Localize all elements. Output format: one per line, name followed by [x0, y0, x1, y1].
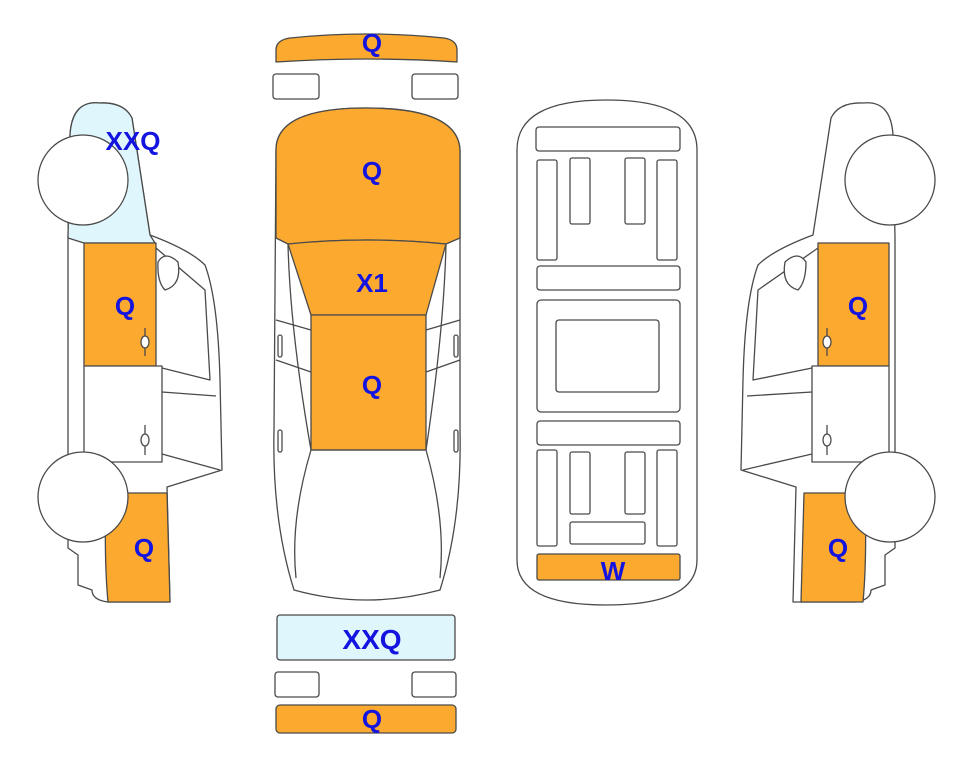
underbody-rear-panel[interactable] — [536, 553, 681, 581]
windshield-label: X1 — [356, 268, 388, 298]
left-pillar-lines — [275, 243, 312, 451]
top-right-rear-marker — [453, 429, 459, 453]
underbody-view: W — [516, 99, 698, 606]
rear-glass-panel[interactable] — [276, 614, 456, 661]
right-rear-door-panel[interactable] — [811, 365, 890, 463]
left-rear-wheel — [37, 451, 129, 543]
underbody-rear-crossmember — [536, 420, 681, 446]
underbody-rear-right-arm — [624, 451, 646, 515]
underbody-center-pan — [555, 319, 660, 393]
hood-label: Q — [362, 156, 382, 186]
underbody-rear-left-rail — [536, 449, 558, 547]
left-front-wheel — [37, 134, 129, 226]
top-left-rear-marker — [277, 429, 283, 453]
left-front-door-label: Q — [115, 291, 135, 321]
rear-glass-label: XXQ — [342, 624, 401, 655]
front-right-light — [411, 73, 459, 100]
front-bumper-panel[interactable] — [275, 33, 458, 63]
left-front-fender-label: XXQ — [106, 126, 161, 156]
top-left-mirror — [277, 334, 283, 358]
rear-bumper-panel[interactable] — [275, 704, 457, 734]
right-rear-wheel — [844, 451, 936, 543]
front-bumper-label: Q — [362, 28, 382, 58]
underbody-rear-right-rail — [656, 449, 678, 547]
underbody-front-left-rail — [536, 159, 558, 261]
right-front-door-label: Q — [848, 291, 868, 321]
underbody-front-right-arm — [624, 157, 646, 225]
left-side-view: XXQ Q Q — [37, 102, 223, 603]
left-rear-door-panel[interactable] — [83, 365, 163, 463]
right-front-door-handle-icon — [822, 328, 832, 356]
left-front-door-handle-icon — [140, 328, 150, 356]
top-view: Q Q X1 Q XXQ Q — [272, 28, 461, 734]
left-window-frame — [155, 247, 221, 471]
right-side-mirror — [783, 255, 807, 291]
underbody-front-left-arm — [569, 157, 591, 225]
rear-right-light — [411, 671, 457, 698]
right-rear-door-handle-icon — [822, 425, 832, 455]
underbody-rear-plate — [569, 521, 646, 545]
left-rear-quarter-label: Q — [134, 533, 154, 563]
underbody-front-crossmember — [535, 126, 681, 152]
front-left-light — [272, 73, 320, 100]
left-side-mirror — [157, 255, 180, 291]
roof-panel[interactable] — [310, 314, 427, 451]
right-pillar-lines — [425, 243, 461, 451]
underbody-mid-crossmember — [536, 265, 681, 291]
rear-left-light — [274, 671, 320, 698]
underbody-rear-label: W — [601, 556, 626, 586]
right-front-wheel — [844, 134, 936, 226]
underbody-front-right-rail — [656, 159, 678, 261]
top-right-mirror — [453, 334, 459, 358]
right-side-view: Q Q — [740, 102, 936, 603]
rear-window-frame — [294, 449, 443, 579]
right-rear-quarter-label: Q — [828, 533, 848, 563]
underbody-rear-left-arm — [569, 451, 591, 515]
roof-label: Q — [362, 370, 382, 400]
rear-bumper-label: Q — [362, 704, 382, 734]
left-rear-door-handle-icon — [140, 425, 150, 455]
